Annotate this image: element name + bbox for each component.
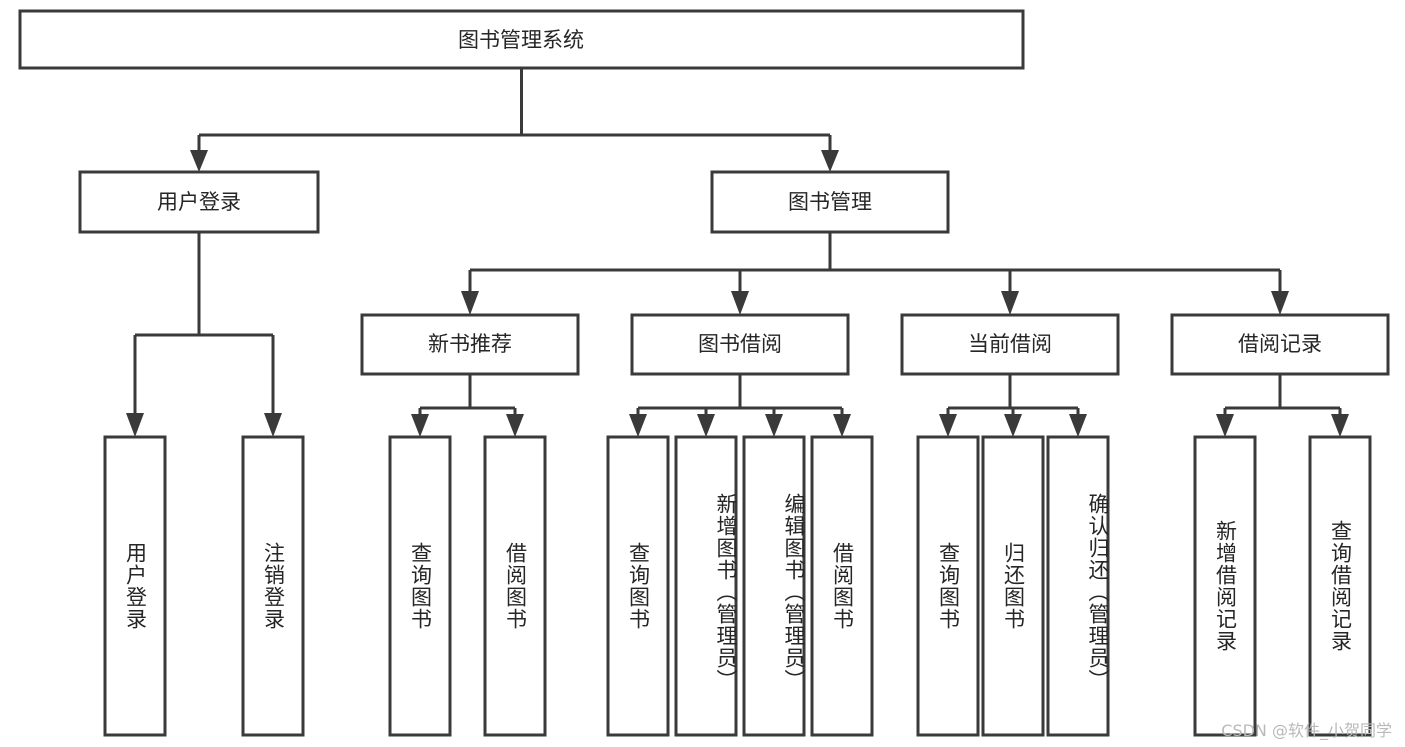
node-label-borrow-record: 借阅记录 [1238, 332, 1322, 356]
arrow-head-confirm-return-admin [1069, 414, 1087, 437]
node-box-add-book-admin[interactable] [674, 435, 738, 737]
node-box-query-book-1[interactable] [388, 435, 452, 737]
arrow-head-query-book-3 [939, 414, 957, 437]
node-box-new-book-recommend[interactable] [360, 313, 580, 376]
arrow-head-edit-book-admin [765, 414, 783, 437]
node-box-user-login-do[interactable] [103, 435, 167, 737]
node-label-new-book-recommend: 新书推荐 [428, 332, 512, 356]
watermark-text: CSDN @软件_小贺同学 [1221, 721, 1392, 740]
arrow-head-user-login [190, 150, 208, 172]
node-box-query-book-3[interactable] [916, 435, 980, 737]
arrow-head-borrow-book-2 [833, 414, 851, 437]
node-box-confirm-return-admin[interactable] [1046, 435, 1110, 737]
node-box-user-login[interactable] [78, 170, 320, 234]
node-label-book-borrow: 图书借阅 [698, 332, 782, 356]
arrow-head-current-borrow [1001, 291, 1019, 315]
node-label-book-manage: 图书管理 [788, 190, 872, 214]
node-box-book-manage[interactable] [710, 170, 950, 234]
arrow-head-new-book-recommend [461, 291, 479, 315]
arrow-head-user-logout [264, 413, 282, 437]
arrow-head-add-borrow-record [1216, 414, 1234, 437]
arrow-head-borrow-book-1 [506, 414, 524, 437]
arrow-head-borrow-record [1271, 291, 1289, 315]
node-box-edit-book-admin[interactable] [742, 435, 806, 737]
connector-layer [126, 68, 1349, 437]
arrow-head-return-book [1004, 414, 1022, 437]
node-box-query-borrow-record[interactable] [1308, 435, 1372, 737]
node-box-user-logout[interactable] [241, 435, 305, 737]
node-label-user-login: 用户登录 [157, 190, 241, 214]
node-label-root: 图书管理系统 [458, 28, 584, 52]
node-box-query-book-2[interactable] [606, 435, 670, 737]
node-box-book-borrow[interactable] [630, 313, 850, 376]
node-box-borrow-record[interactable] [1170, 313, 1390, 376]
arrow-head-book-borrow [731, 291, 749, 315]
arrow-head-user-login-do [126, 413, 144, 437]
arrow-head-book-manage [821, 150, 839, 172]
node-box-add-borrow-record[interactable] [1193, 435, 1257, 737]
arrow-head-query-book-2 [629, 414, 647, 437]
node-box-current-borrow[interactable] [900, 313, 1120, 376]
node-box-borrow-book-1[interactable] [483, 435, 547, 737]
node-box-borrow-book-2[interactable] [810, 435, 874, 737]
node-layer: 图书管理系统 用户登录 图书管理 新书推荐 图书借阅 当前借阅 借阅记录 [18, 9, 1390, 737]
node-box-root[interactable] [18, 9, 1025, 70]
node-label-current-borrow: 当前借阅 [968, 332, 1052, 356]
arrow-head-add-book-admin [697, 414, 715, 437]
arrow-head-query-book-1 [411, 414, 429, 437]
arrow-head-query-borrow-record [1331, 414, 1349, 437]
node-box-return-book[interactable] [981, 435, 1045, 737]
